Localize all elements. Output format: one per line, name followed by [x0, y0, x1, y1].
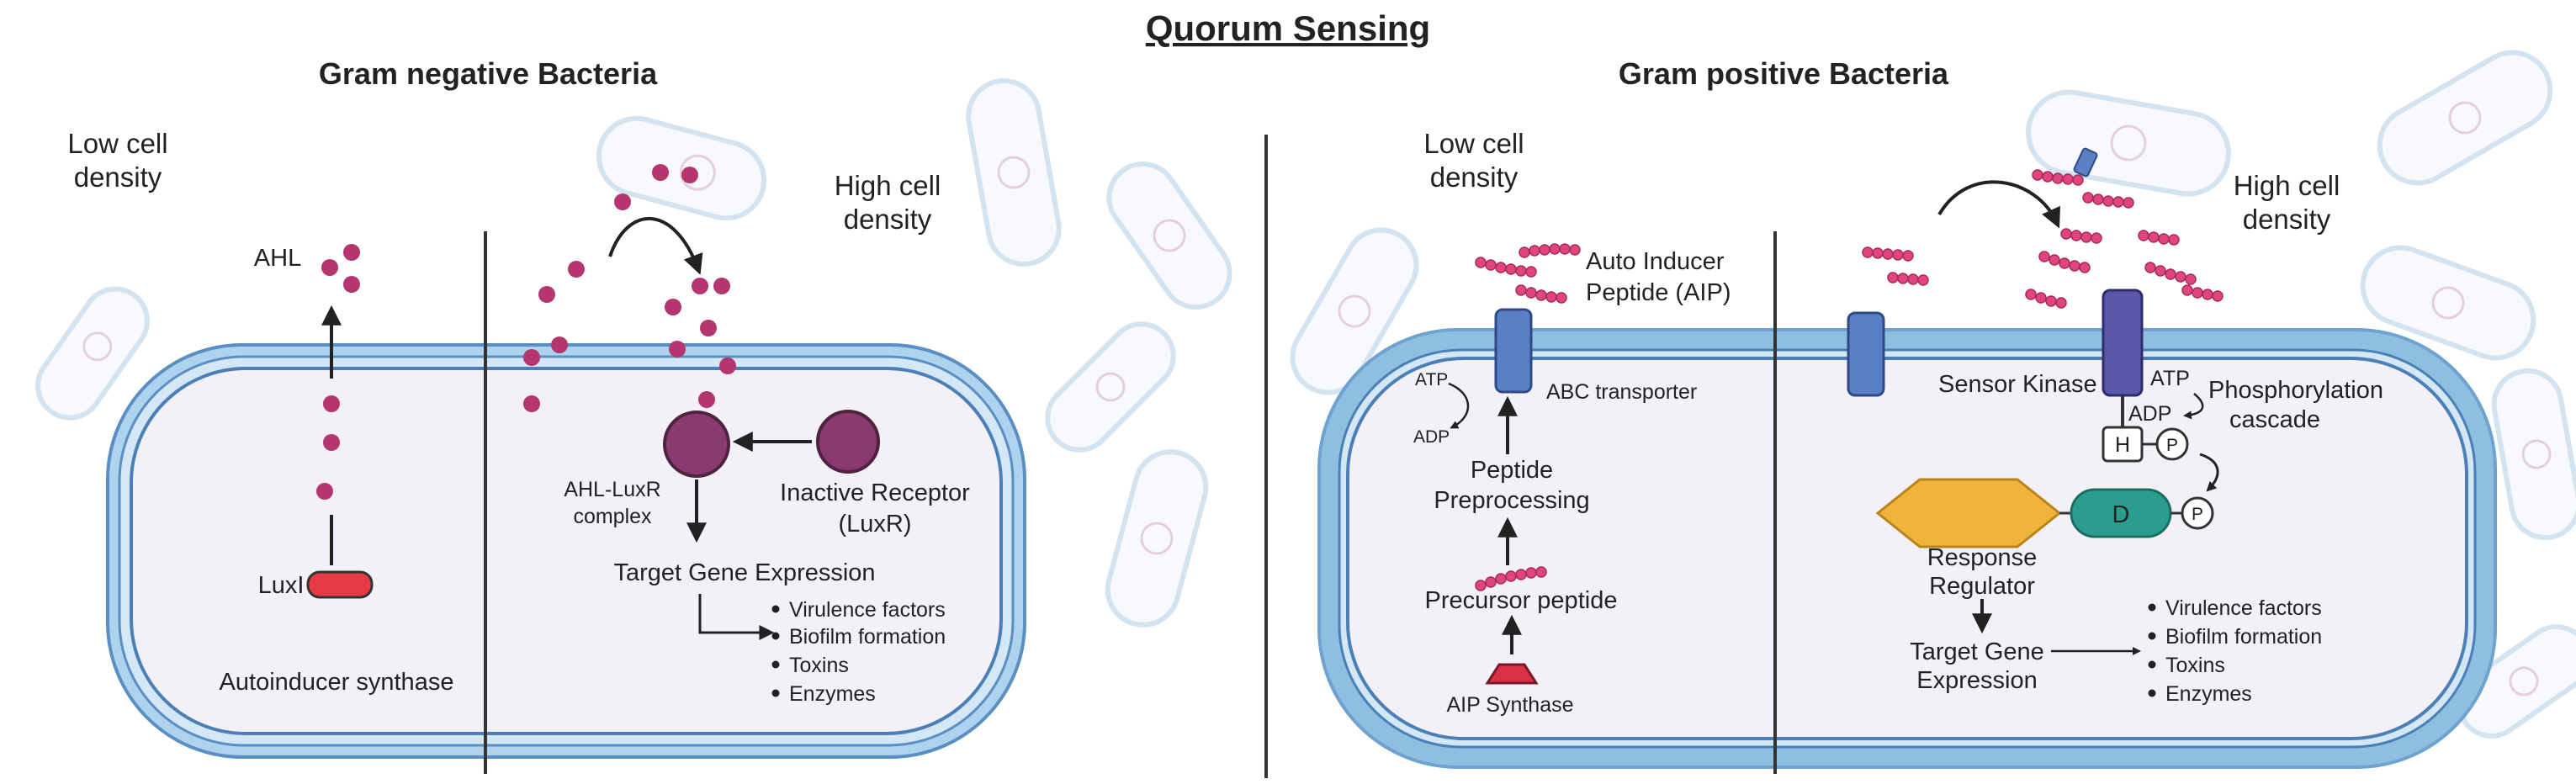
sensor-kinase-label: Sensor Kinase [1938, 371, 2097, 398]
phosphate-label: P [2192, 505, 2203, 524]
gp-low-density-label: Low cell [1423, 128, 1524, 159]
phosphorylation-label: Phosphorylation [2208, 377, 2383, 404]
d-domain-label: D [2112, 501, 2130, 528]
gn-high-density-label: High cell [835, 170, 941, 201]
gp-atp-label: ATP [1415, 370, 1448, 389]
ahl-molecules-low [316, 244, 360, 500]
faint-bacterium-icon [1290, 227, 1419, 395]
gp-outcome-item: Enzymes [2165, 682, 2252, 706]
response-regulator-label: Response [1927, 544, 2038, 571]
faint-bacterium-icon [2491, 368, 2576, 541]
sensor-kinase-icon[interactable] [2102, 289, 2144, 397]
gram-positive-panel: Gram positive Bacteria Low cell density … [1317, 56, 2497, 774]
autoinducer-synthase-label: Autoinducer synthase [220, 669, 454, 696]
gn-outcome-item: Toxins [789, 654, 849, 677]
gp-transporter-high-icon[interactable] [1847, 311, 1885, 397]
inactive-luxr-receptor-icon [816, 410, 880, 474]
phosphate-icon [2181, 496, 2214, 530]
phosphorylation-label: cascade [2229, 406, 2320, 433]
page-title: Quorum Sensing [1146, 8, 1430, 48]
gn-outcome-item: Biofilm formation [789, 625, 946, 649]
gram-positive-heading: Gram positive Bacteria [1619, 56, 1949, 91]
ahl-entry-curved-arrow [608, 216, 703, 275]
gp-outcome-item: Biofilm formation [2165, 625, 2322, 649]
aip-peptides-low [1475, 243, 1581, 304]
gn-high-density-label: density [844, 204, 932, 235]
ahl-molecules-high [523, 164, 736, 412]
ahl-label: AHL [254, 245, 301, 272]
gn-outcome-item: Virulence factors [789, 598, 946, 622]
gram-negative-panel: Gram negative Bacteria Low cell density … [67, 56, 1026, 774]
aip-entry-curved-arrow [1937, 180, 2060, 229]
luxi-label: LuxI [258, 572, 305, 599]
aip-label: Auto Inducer [1586, 248, 1725, 275]
gram-positive-cytoplasm [1346, 357, 2468, 740]
gn-outcome-arrow [698, 594, 775, 640]
precursor-peptide-chain [1475, 566, 1547, 591]
aip-synthase-icon [1485, 663, 1539, 685]
ahl-luxr-complex-label: AHL-LuxR [564, 478, 660, 501]
gn-outcome-item: Enzymes [789, 682, 876, 706]
gn-low-density-label: Low cell [67, 128, 167, 159]
gp-adp-label: ADP [1413, 427, 1450, 447]
faint-bacterium-icon [2377, 50, 2553, 186]
phosphate-label: P [2166, 436, 2178, 455]
faint-bacterium-icon [966, 78, 1062, 267]
abc-transporter-label: ABC transporter [1546, 380, 1697, 404]
gram-negative-cytoplasm [130, 367, 1003, 735]
gn-outcomes-list: Virulence factors Biofilm formation Toxi… [771, 598, 946, 706]
inactive-receptor-label: (LuxR) [838, 511, 911, 538]
gn-target-gene-label: Target Gene Expression [613, 559, 875, 586]
response-regulator-label: Regulator [1929, 573, 2035, 600]
luxi-enzyme-icon [306, 570, 374, 599]
gp-outcome-item: Virulence factors [2165, 596, 2322, 620]
peptide-preprocessing-label: Preprocessing [1434, 487, 1589, 514]
precursor-peptide-label: Precursor peptide [1425, 587, 1618, 614]
faint-bacterium-icon [1106, 161, 1232, 310]
phosphorylation-arrow [2183, 393, 2204, 420]
response-regulator-icon [1875, 478, 2062, 548]
faint-bacterium-icon [2360, 245, 2536, 361]
gp-high-density-label: density [2243, 204, 2331, 235]
bound-aip-icon [2073, 147, 2098, 177]
faint-bacterium-icon [1105, 449, 1209, 628]
gp-low-density-label: density [1430, 162, 1519, 193]
gp-high-density-label: High cell [2234, 170, 2340, 201]
faint-bacterium-icon [35, 286, 150, 421]
aip-peptides-high [1862, 169, 2224, 309]
gp-target-gene-label: Expression [1916, 667, 2037, 694]
aip-label: Peptide (AIP) [1586, 279, 1731, 306]
ahl-luxr-complex-icon [663, 411, 730, 478]
faint-bacterium-icon [2026, 89, 2231, 197]
inactive-receptor-label: Inactive Receptor [780, 479, 970, 506]
atp-hydrolysis-arrow [1448, 382, 1470, 429]
phosphate-transfer-arrow [2199, 453, 2219, 492]
aip-synthase-label: AIP Synthase [1446, 693, 1573, 717]
ahl-luxr-complex-label: complex [573, 505, 652, 528]
faint-bacterium-icon [596, 115, 767, 221]
gram-negative-heading: Gram negative Bacteria [319, 56, 658, 91]
peptide-preprocessing-label: Peptide [1471, 457, 1553, 484]
gp-outcomes-list: Virulence factors Biofilm formation Toxi… [2148, 596, 2322, 706]
gp-adp2-label: ADP [2128, 402, 2171, 426]
gp-target-gene-label: Target Gene [1910, 638, 2044, 665]
phosphate-icon [2155, 427, 2189, 461]
faint-bacterium-icon [1045, 321, 1176, 453]
histidine-domain-label: H [2115, 433, 2130, 457]
abc-transporter-icon[interactable] [1494, 308, 1533, 394]
faint-bacterium-icon [2457, 624, 2576, 739]
gn-low-density-label: density [74, 162, 162, 193]
gp-atp2-label: ATP [2150, 367, 2190, 390]
gp-outcome-item: Toxins [2165, 654, 2225, 677]
